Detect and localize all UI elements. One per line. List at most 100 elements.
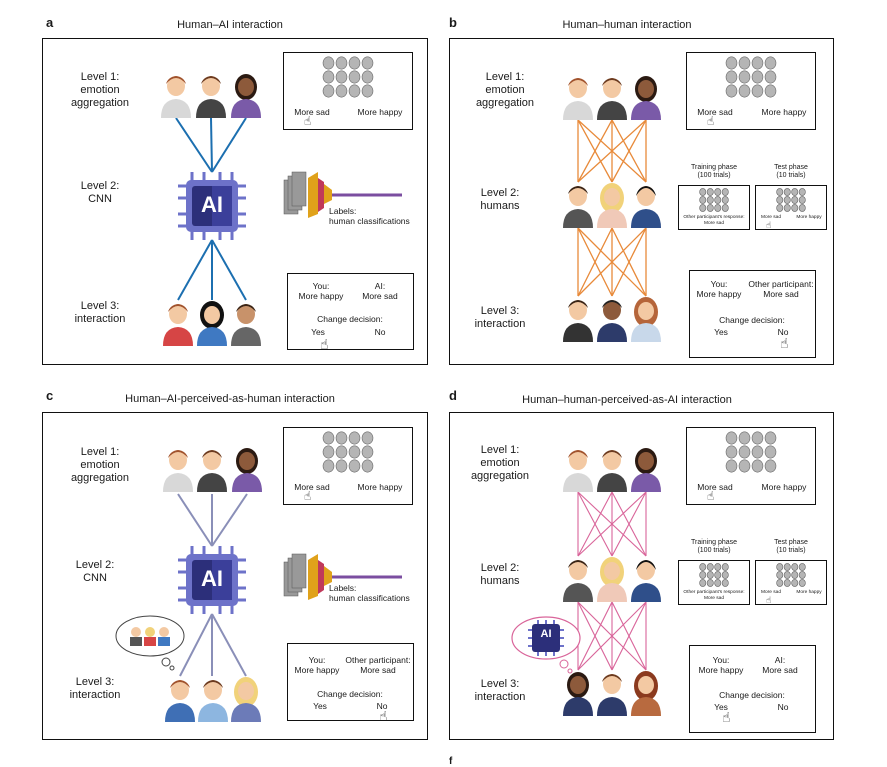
panel-a-no-button[interactable]: No: [374, 327, 386, 337]
panel-d-test-more-happy: More happy: [796, 590, 822, 595]
face-thumbnail: [721, 571, 729, 579]
face-thumbnail: [721, 204, 729, 212]
face-thumbnail: [725, 56, 738, 70]
panel-c-face-grid-icon: [322, 431, 374, 473]
panel-b-person-icon: [631, 297, 661, 342]
panel-a-change-decision: Change decision:: [317, 314, 383, 324]
panel-c-stimulus-box: [283, 427, 413, 505]
face-thumbnail: [706, 196, 714, 204]
panel-c-person-icon: [198, 680, 228, 722]
panel-d-no-button[interactable]: No: [777, 702, 789, 712]
panel-d-test-title: Test phase(10 trials): [774, 539, 808, 554]
panel-b-training-box: [678, 185, 750, 230]
face-thumbnail: [738, 84, 751, 98]
panel-a-more-happy: More happy: [357, 107, 403, 117]
panel-c-cnn-labels: Labels:human classifications: [329, 583, 410, 603]
panel-c-no-button[interactable]: No: [376, 701, 388, 711]
panel-d-yes-button[interactable]: Yes: [714, 702, 728, 712]
face-thumbnail: [714, 563, 722, 571]
panel-a-person-icon: [197, 301, 227, 346]
face-thumbnail: [335, 431, 348, 445]
face-thumbnail: [738, 56, 751, 70]
panel-b-test-more-happy: More happy: [796, 215, 822, 220]
panel-c-ai-label: AI: [201, 566, 223, 591]
panel-c-yes-button[interactable]: Yes: [313, 701, 327, 711]
panel-c-cnn-icon: [283, 553, 402, 600]
face-thumbnail: [751, 70, 764, 84]
panel-b-level2: Level 2:humans: [480, 187, 520, 212]
face-thumbnail: [348, 56, 361, 70]
panel-b-person-icon: [597, 300, 627, 342]
panel-d-person-icon: [597, 450, 627, 492]
face-thumbnail: [783, 563, 791, 571]
panel-c-more-sad: More sad: [294, 482, 330, 492]
panel-a-face-grid-icon: [322, 56, 374, 98]
panel-c-person-icon: [232, 448, 262, 492]
panel-b-letter: b: [449, 15, 457, 30]
panel-a-title: Human–AI interaction: [177, 19, 283, 31]
panel-a-yes-button[interactable]: Yes: [311, 327, 325, 337]
panel-b-face-grid-icon: [699, 188, 729, 212]
face-thumbnail: [322, 445, 335, 459]
panel-b-person-icon: [597, 183, 627, 228]
panel-c-level3: Level 3:interaction: [69, 676, 121, 701]
face-thumbnail: [791, 571, 799, 579]
panel-a-you: You:More happy: [298, 281, 344, 301]
panel-b-training-title: Training phase(100 trials): [690, 164, 738, 179]
panel-d-hand-cursor-icon: ☝: [707, 489, 715, 503]
face-thumbnail: [714, 188, 722, 196]
panel-d-ai-label: AI: [540, 628, 552, 640]
panel-d-face-grid-icon: [699, 563, 729, 587]
panel-d-test-box: [755, 560, 827, 605]
panel-a-cnn-icon: [283, 171, 402, 218]
face-thumbnail: [764, 56, 777, 70]
panel-b-yes-button[interactable]: Yes: [714, 327, 728, 337]
face-thumbnail: [706, 204, 714, 212]
panel-a-hand-cursor-icon: ☝: [304, 114, 312, 128]
face-thumbnail: [721, 188, 729, 196]
panel-b-change-decision: Change decision:: [719, 315, 785, 325]
face-thumbnail: [725, 445, 738, 459]
face-thumbnail: [335, 459, 348, 473]
panel-a-more-sad: More sad: [294, 107, 330, 117]
panel-d-face-grid-icon: [776, 563, 806, 587]
face-thumbnail: [335, 56, 348, 70]
panel-a-person-icon: [231, 304, 261, 346]
face-thumbnail: [348, 459, 361, 473]
panel-b-no-button[interactable]: No: [777, 327, 789, 337]
face-thumbnail: [725, 70, 738, 84]
panel-a-person-icon: [196, 76, 226, 118]
panel-c-hand-cursor-icon: ☝: [304, 489, 312, 503]
face-thumbnail: [738, 445, 751, 459]
face-thumbnail: [738, 431, 751, 445]
panel-b-training-note: Other participant's response:More sad: [683, 215, 745, 226]
panel-d-hand-cursor-icon: ☝: [722, 709, 731, 725]
panel-d-person-icon: [631, 560, 661, 602]
panel-b-level3: Level 3:interaction: [474, 305, 526, 330]
panel-b-stimulus-box: [686, 52, 816, 130]
panel-d-thought-bubble-icon: [511, 616, 581, 674]
face-thumbnail: [776, 579, 784, 587]
panel-b-test-box: [755, 185, 827, 230]
panel-c-person-icon: [163, 450, 193, 492]
panel-b-person-icon: [563, 78, 593, 120]
panel-d-level2: Level 2:humans: [480, 562, 520, 587]
panel-c-level2: Level 2:CNN: [75, 559, 115, 584]
face-thumbnail: [791, 579, 799, 587]
panel-c-you: You:More happy: [294, 655, 340, 675]
panel-b-hand-cursor-icon: ☝: [707, 114, 715, 128]
panel-c-hand-cursor-icon: ☝: [379, 708, 388, 724]
panel-b-hand-cursor-icon: ☝: [766, 220, 772, 230]
face-thumbnail: [791, 204, 799, 212]
panel-d-training-box: [678, 560, 750, 605]
panel-b: [449, 38, 834, 365]
panel-c-more-happy: More happy: [357, 482, 403, 492]
panel-b-face-grid-icon: [776, 188, 806, 212]
face-thumbnail: [361, 459, 374, 473]
face-thumbnail: [764, 431, 777, 445]
face-thumbnail: [361, 70, 374, 84]
face-thumbnail: [751, 459, 764, 473]
panel-b-person-icon: [631, 186, 661, 228]
